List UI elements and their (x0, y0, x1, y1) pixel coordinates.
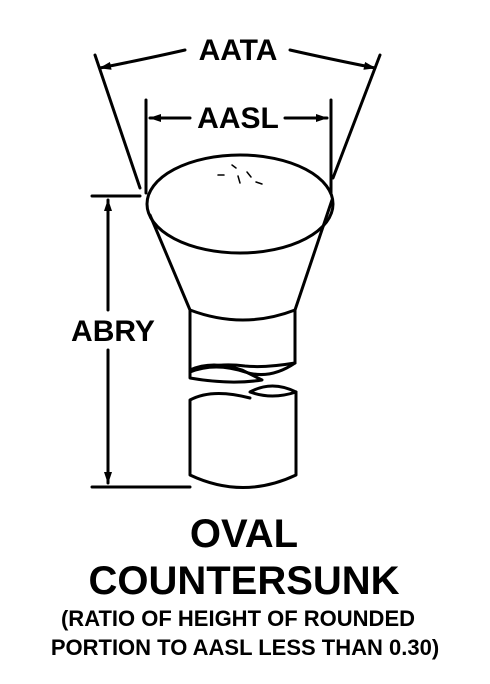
aata-dimension-line-right (288, 48, 377, 70)
screw-countersunk-cone (148, 198, 334, 322)
diagram-title-line1: OVAL (190, 512, 298, 556)
aasl-label: AASL (197, 102, 279, 135)
aata-dimension-line-left (98, 48, 187, 70)
screw-shank-upper (188, 308, 297, 374)
aata-extension-left (93, 53, 142, 190)
head-highlight-marks (217, 164, 263, 185)
abry-label: ABRY (71, 315, 155, 348)
diagram-note-line1: (RATIO OF HEIGHT OF ROUNDED (61, 606, 415, 631)
screw-shank-lower (188, 390, 298, 489)
aata-extension-right (331, 53, 382, 180)
shank-upper-break-face (188, 363, 264, 384)
aata-label: AATA (199, 34, 278, 67)
diagram-note-line2: PORTION TO AASL LESS THAN 0.30) (51, 635, 439, 660)
shank-lower-break (248, 384, 298, 398)
screw-oval-head (145, 153, 335, 255)
diagram-title-line2: COUNTERSUNK (88, 559, 399, 603)
